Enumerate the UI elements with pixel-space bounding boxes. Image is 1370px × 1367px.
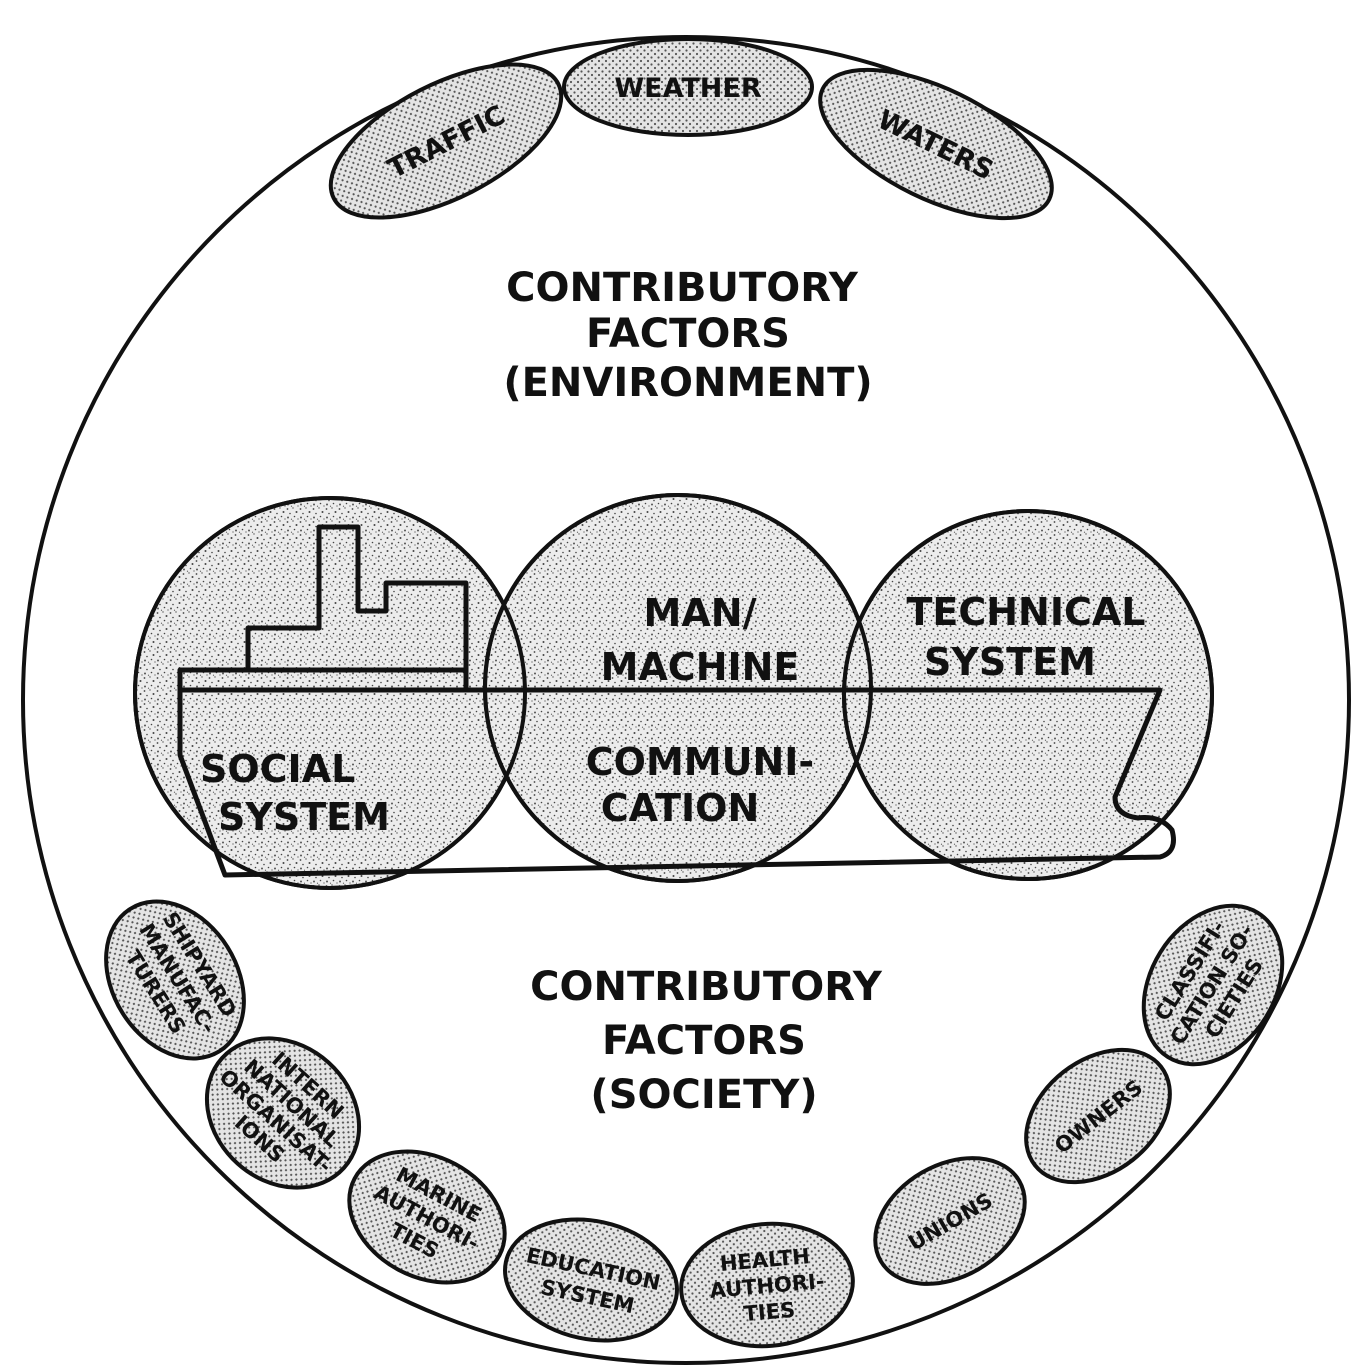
- svg-text:(SOCIETY): (SOCIETY): [590, 1072, 817, 1118]
- factor-marine-authorities: MARINE AUTHORI- TIES: [326, 1126, 527, 1309]
- svg-text:TIES: TIES: [743, 1298, 797, 1326]
- environment-title: CONTRIBUTORY FACTORS (ENVIRONMENT): [503, 265, 872, 406]
- svg-text:MAN/: MAN/: [644, 591, 757, 635]
- factor-waters: WATERS: [799, 39, 1074, 248]
- svg-text:MACHINE: MACHINE: [601, 645, 800, 689]
- factor-unions: UNIONS: [853, 1133, 1048, 1310]
- factor-weather-label: WEATHER: [614, 73, 761, 104]
- society-title: CONTRIBUTORY FACTORS (SOCIETY): [530, 964, 883, 1118]
- svg-text:FACTORS: FACTORS: [586, 311, 790, 357]
- svg-text:SYSTEM: SYSTEM: [924, 640, 1096, 684]
- svg-text:COMMUNI-: COMMUNI-: [586, 740, 814, 784]
- factor-education-system: EDUCATION SYSTEM: [494, 1204, 689, 1356]
- svg-text:SOCIAL: SOCIAL: [200, 747, 355, 791]
- svg-text:CONTRIBUTORY: CONTRIBUTORY: [506, 265, 859, 311]
- svg-text:CONTRIBUTORY: CONTRIBUTORY: [530, 964, 883, 1010]
- factor-traffic: TRAFFIC: [308, 33, 584, 249]
- factor-health-authorities: HEALTH AUTHORI- TIES: [676, 1217, 858, 1354]
- svg-text:CATION: CATION: [601, 786, 760, 830]
- svg-text:(ENVIRONMENT): (ENVIRONMENT): [503, 360, 872, 406]
- factor-weather: WEATHER: [564, 39, 812, 135]
- svg-text:FACTORS: FACTORS: [602, 1018, 806, 1064]
- svg-text:TECHNICAL: TECHNICAL: [906, 590, 1145, 634]
- svg-text:SYSTEM: SYSTEM: [218, 795, 390, 839]
